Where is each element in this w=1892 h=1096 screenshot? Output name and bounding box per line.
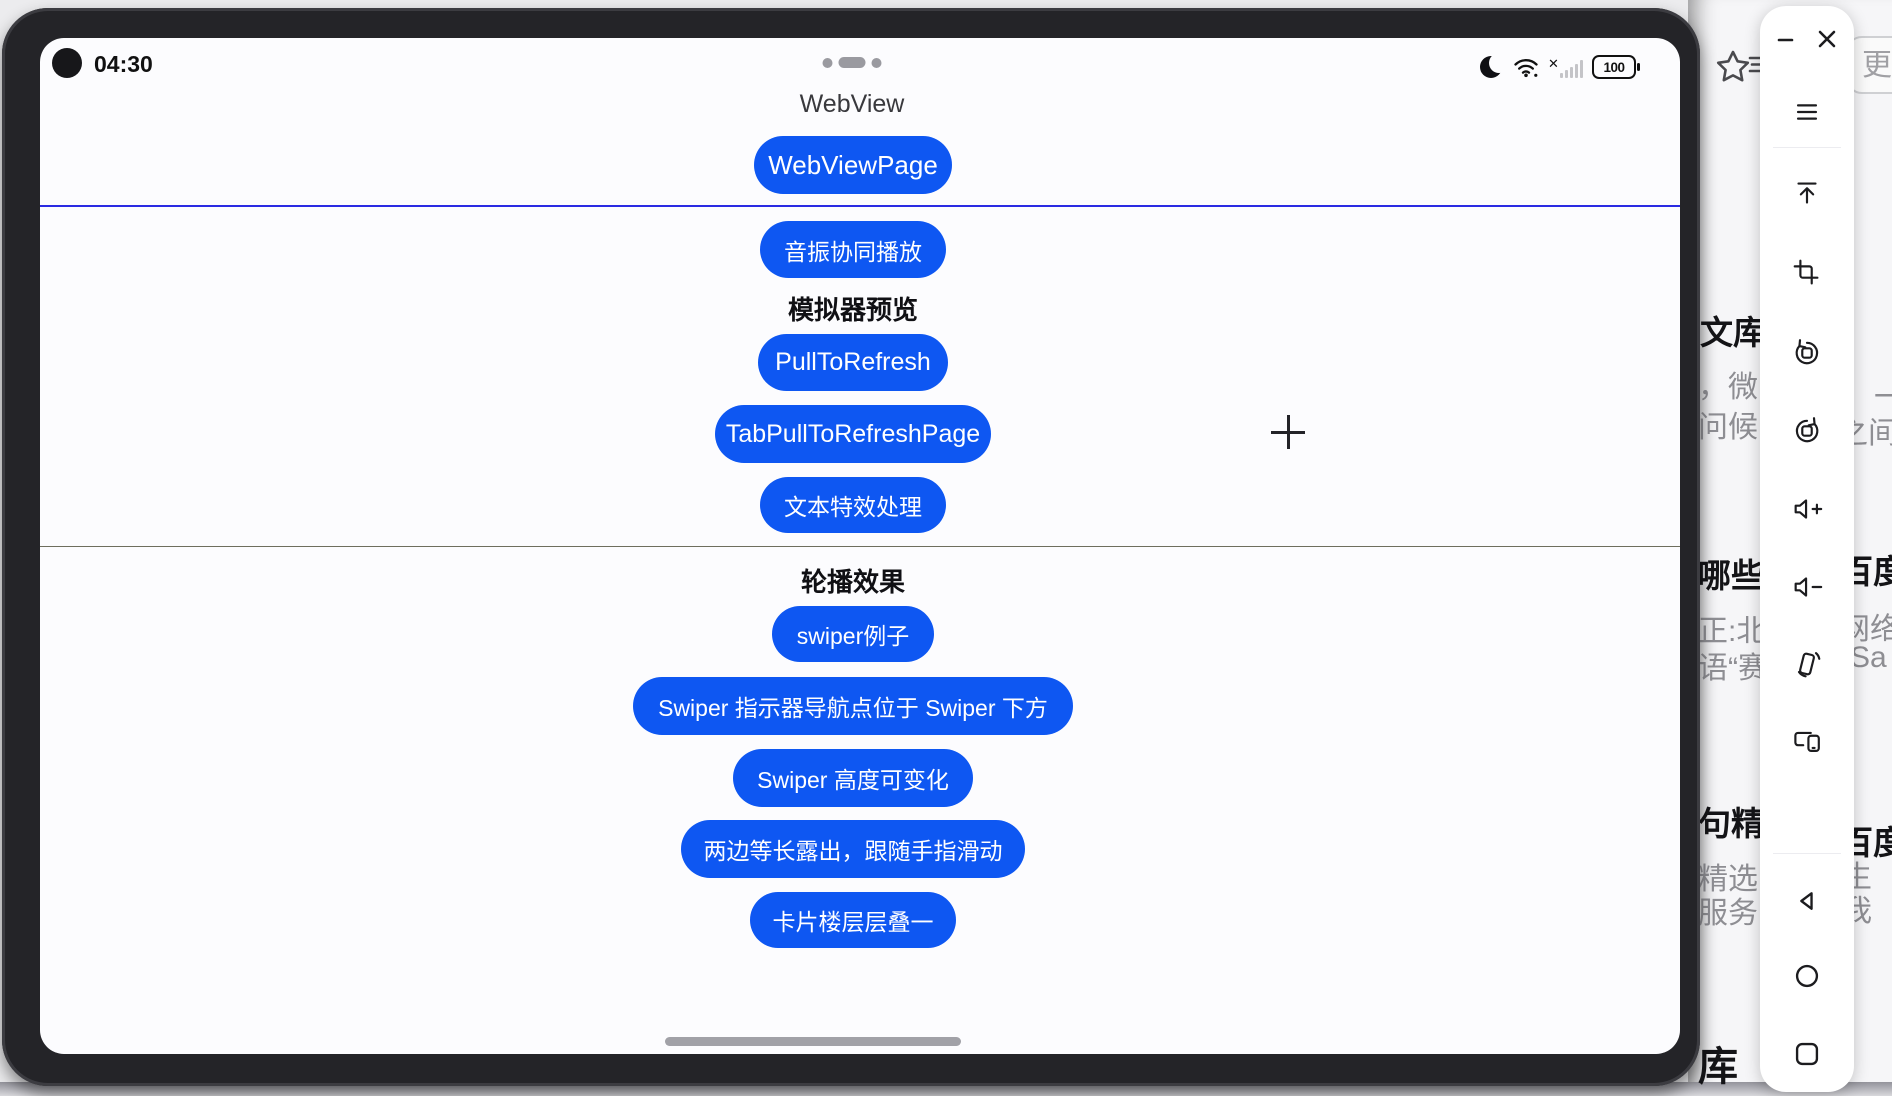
back-triangle-icon bbox=[1800, 892, 1813, 910]
toolbar-close-button[interactable] bbox=[1814, 26, 1840, 52]
tablet-device: 04:30 ✕ bbox=[2, 8, 1700, 1086]
button-sound-vibration-play[interactable]: 音振协同播放 bbox=[760, 221, 946, 278]
minimize-icon bbox=[1777, 38, 1794, 42]
signal-no-sim-icon: ✕ bbox=[1548, 56, 1583, 78]
bg-text: 库 bbox=[1698, 1045, 1738, 1089]
section-header-carousel: 轮播效果 bbox=[800, 567, 906, 597]
nav-recents-button[interactable] bbox=[1790, 1037, 1824, 1071]
scroll-top-icon bbox=[1797, 182, 1817, 204]
button-tabpulltorefreshpage[interactable]: TabPullToRefreshPage bbox=[715, 405, 991, 463]
home-circle-icon bbox=[1795, 964, 1819, 988]
nav-home-button[interactable] bbox=[1790, 959, 1824, 993]
gesture-navigation-bar[interactable] bbox=[665, 1037, 961, 1046]
handle-dot bbox=[822, 57, 833, 68]
recents-square-icon bbox=[1795, 1042, 1819, 1066]
dark-mode-moon-icon bbox=[1480, 55, 1504, 79]
section-header-emulator-preview: 模拟器预览 bbox=[787, 295, 919, 325]
toolbar-menu-button[interactable] bbox=[1790, 95, 1824, 129]
front-camera-cutout bbox=[52, 48, 82, 78]
handle-dot bbox=[871, 57, 882, 68]
bg-text: 句精 bbox=[1698, 805, 1760, 842]
crop-icon bbox=[1793, 259, 1819, 285]
bg-text: 问候 bbox=[1698, 411, 1758, 444]
toolbar-shake-button[interactable] bbox=[1790, 647, 1824, 681]
toolbar-scroll-top-button[interactable] bbox=[1790, 176, 1824, 210]
toolbar-volume-up-button[interactable] bbox=[1790, 492, 1824, 526]
bg-text: 服务 bbox=[1698, 897, 1758, 930]
bg-text: 语“赛 bbox=[1698, 652, 1760, 685]
button-webviewpage[interactable]: WebViewPage bbox=[754, 136, 952, 194]
divider-gray bbox=[40, 546, 1680, 547]
multi-screen-icon bbox=[1794, 731, 1820, 752]
rotate-left-icon bbox=[1795, 339, 1819, 365]
shake-device-icon bbox=[1797, 652, 1821, 678]
button-pulltorefresh[interactable]: PullToRefresh bbox=[758, 334, 948, 391]
bg-text: ，微 bbox=[1698, 371, 1758, 404]
close-icon bbox=[1818, 30, 1836, 48]
status-icons: ✕ 100 bbox=[1480, 52, 1640, 82]
status-time: 04:30 bbox=[94, 51, 153, 77]
toolbar-window-controls bbox=[1760, 26, 1854, 52]
button-swiper-example[interactable]: swiper例子 bbox=[772, 606, 934, 662]
toolbar-rotate-left-button[interactable] bbox=[1790, 336, 1824, 370]
menu-icon bbox=[1796, 104, 1818, 120]
favorites-star-icon[interactable] bbox=[1712, 44, 1766, 98]
toolbar-minimize-button[interactable] bbox=[1774, 27, 1798, 51]
bg-text: 正:北 bbox=[1698, 615, 1760, 648]
tablet-screen: 04:30 ✕ bbox=[40, 38, 1680, 1054]
battery-level: 100 bbox=[1603, 59, 1625, 75]
volume-down-icon bbox=[1794, 577, 1823, 597]
divider-blue bbox=[40, 205, 1680, 207]
toolbar-rotate-right-button[interactable] bbox=[1790, 414, 1824, 448]
button-swiper-indicator-below[interactable]: Swiper 指示器导航点位于 Swiper 下方 bbox=[633, 677, 1073, 735]
handle-pill bbox=[838, 57, 866, 68]
toolbar-divider bbox=[1773, 853, 1841, 854]
toolbar-volume-down-button[interactable] bbox=[1790, 570, 1824, 604]
volume-up-icon bbox=[1794, 499, 1823, 519]
button-equal-exposure-follow-finger[interactable]: 两边等长露出，跟随手指滑动 bbox=[681, 820, 1025, 878]
wifi-icon bbox=[1514, 59, 1538, 78]
button-swiper-variable-height[interactable]: Swiper 高度可变化 bbox=[733, 749, 973, 807]
bg-text: 哪些 bbox=[1698, 557, 1760, 594]
button-card-floor-stack[interactable]: 卡片楼层层叠一 bbox=[750, 892, 956, 948]
battery-icon: 100 bbox=[1592, 55, 1640, 79]
bg-text: 精选 bbox=[1698, 863, 1758, 896]
nav-back-button[interactable] bbox=[1790, 884, 1824, 918]
bg-text: 文库 bbox=[1700, 314, 1760, 351]
toolbar-crop-button[interactable] bbox=[1790, 256, 1824, 290]
rotate-right-icon bbox=[1795, 417, 1819, 443]
toolbar-multi-screen-button[interactable] bbox=[1790, 723, 1824, 757]
button-text-effects[interactable]: 文本特效处理 bbox=[760, 477, 946, 533]
toolbar-divider bbox=[1773, 147, 1841, 148]
window-drag-handle[interactable] bbox=[822, 57, 882, 68]
background-text-left-strip: 文库 ，微 问候 哪些 正:北 语“赛 句精 精选 服务 库 bbox=[1698, 0, 1760, 1096]
emulator-toolbar bbox=[1760, 6, 1854, 1092]
page-title: WebView bbox=[799, 90, 905, 118]
